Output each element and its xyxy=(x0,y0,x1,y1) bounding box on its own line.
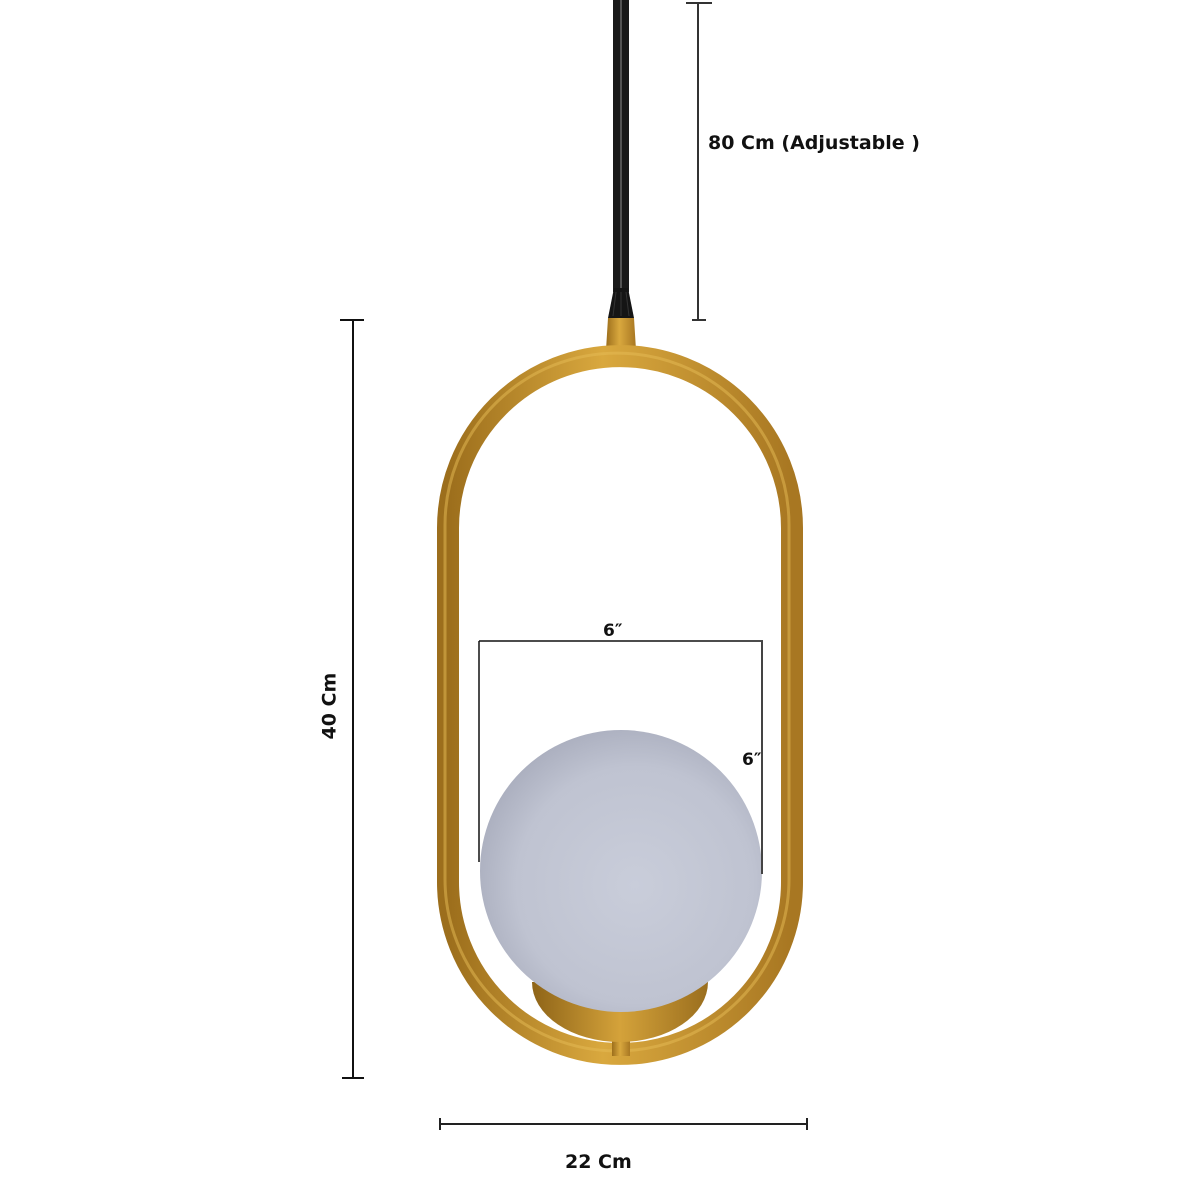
globe-height-label: 6″ xyxy=(742,750,762,770)
cable-length-dimension-line xyxy=(686,2,712,321)
top-stem xyxy=(606,318,636,350)
globe-size-bracket xyxy=(478,640,763,874)
frame-height-label: 40 Cm xyxy=(318,672,341,740)
frame-width-label: 22 Cm xyxy=(565,1151,632,1173)
frosted-glass-globe xyxy=(480,730,762,1012)
power-cable xyxy=(613,0,629,292)
cable-length-label: 80 Cm (Adjustable ) xyxy=(708,132,920,154)
cable-connector xyxy=(608,288,634,318)
frame-height-dimension-line xyxy=(340,319,364,1079)
frame-width-dimension-line xyxy=(439,1118,808,1130)
globe-width-label: 6″ xyxy=(603,621,623,641)
